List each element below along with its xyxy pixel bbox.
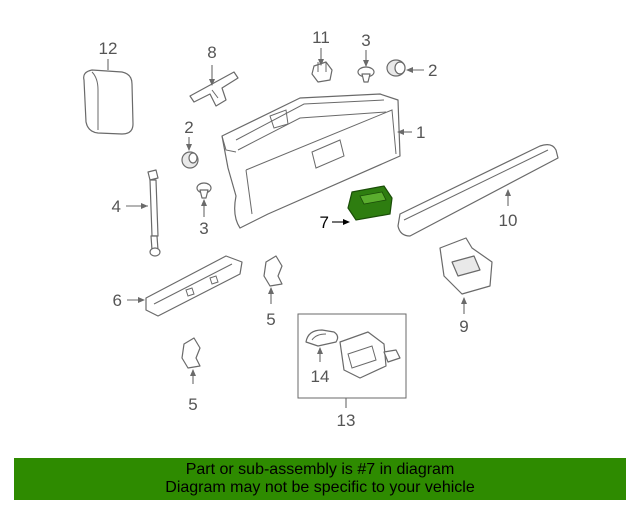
callout-2-right: 2 bbox=[428, 61, 437, 80]
part-3-screw-top[interactable] bbox=[357, 66, 375, 83]
callout-2-left: 2 bbox=[184, 118, 193, 137]
part-7-latch-highlighted[interactable] bbox=[347, 185, 393, 221]
callout-5-lower: 5 bbox=[188, 395, 197, 414]
part-1-glove-box[interactable] bbox=[221, 93, 401, 229]
part-10-trim-strip[interactable] bbox=[397, 144, 559, 237]
callout-3-top: 3 bbox=[361, 31, 370, 50]
banner-line-2: Diagram may not be specific to your vehi… bbox=[165, 479, 475, 496]
exploded-parts-diagram: 12 8 11 3 2 1 bbox=[83, 28, 559, 430]
part-13-assembly-box[interactable] bbox=[297, 313, 407, 399]
callout-13: 13 bbox=[337, 411, 356, 430]
callout-4: 4 bbox=[112, 197, 121, 216]
callout-11: 11 bbox=[312, 28, 330, 47]
callout-10: 10 bbox=[499, 211, 518, 230]
part-2-bumper-left[interactable] bbox=[181, 151, 199, 169]
part-14-handle[interactable] bbox=[305, 329, 339, 347]
part-4-damper[interactable] bbox=[147, 169, 161, 257]
callout-6: 6 bbox=[113, 291, 122, 310]
callout-12: 12 bbox=[99, 39, 118, 58]
callout-3-left: 3 bbox=[199, 219, 208, 238]
part-11-clip[interactable] bbox=[311, 61, 333, 83]
part-8-bracket[interactable] bbox=[189, 71, 239, 107]
banner-line-1: Part or sub-assembly is #7 in diagram bbox=[185, 461, 455, 478]
callout-8: 8 bbox=[207, 43, 216, 62]
part-2-bumper-right[interactable] bbox=[386, 59, 406, 77]
callout-5-upper: 5 bbox=[266, 310, 275, 329]
part-5-clip-upper[interactable] bbox=[263, 255, 283, 287]
part-6-hinge-rail[interactable] bbox=[145, 255, 243, 317]
part-12-pad[interactable] bbox=[83, 69, 134, 135]
part-13-latch-assembly[interactable] bbox=[339, 331, 401, 379]
callout-14: 14 bbox=[311, 367, 330, 386]
callout-7: 7 bbox=[320, 213, 329, 232]
callout-9: 9 bbox=[459, 317, 468, 336]
part-3-screw-left[interactable] bbox=[196, 182, 212, 199]
part-5-clip-lower[interactable] bbox=[181, 337, 201, 369]
callout-1: 1 bbox=[416, 123, 425, 142]
vehicle-fit-banner: Part or sub-assembly is #7 in diagram Di… bbox=[14, 458, 626, 500]
part-9-striker[interactable] bbox=[439, 237, 493, 295]
